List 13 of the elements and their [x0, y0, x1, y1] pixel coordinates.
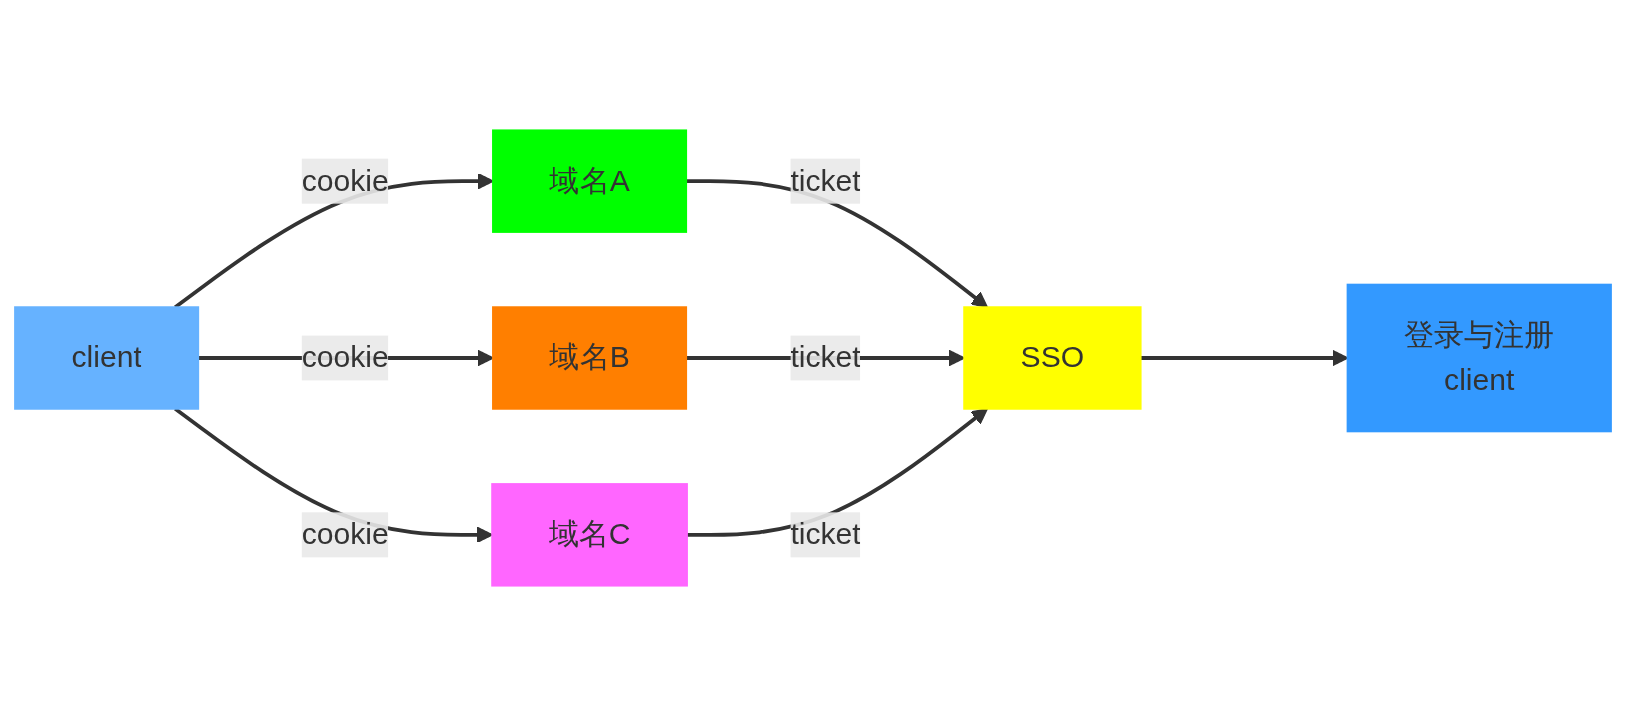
edge-label: cookie — [301, 517, 389, 550]
edge-label: ticket — [790, 164, 861, 197]
edge-label: ticket — [790, 341, 861, 374]
edge-label: cookie — [301, 341, 389, 374]
node-box: SSO — [963, 306, 1142, 410]
node-box: 域名B — [492, 306, 688, 410]
arrow — [686, 179, 988, 308]
node-box: 登录与注册 client — [1346, 283, 1612, 433]
node-box: 域名C — [491, 483, 688, 587]
edge-label: cookie — [301, 164, 389, 197]
node-box: client — [14, 306, 200, 410]
edge-label: ticket — [790, 517, 861, 550]
node-box: 域名A — [492, 129, 688, 233]
